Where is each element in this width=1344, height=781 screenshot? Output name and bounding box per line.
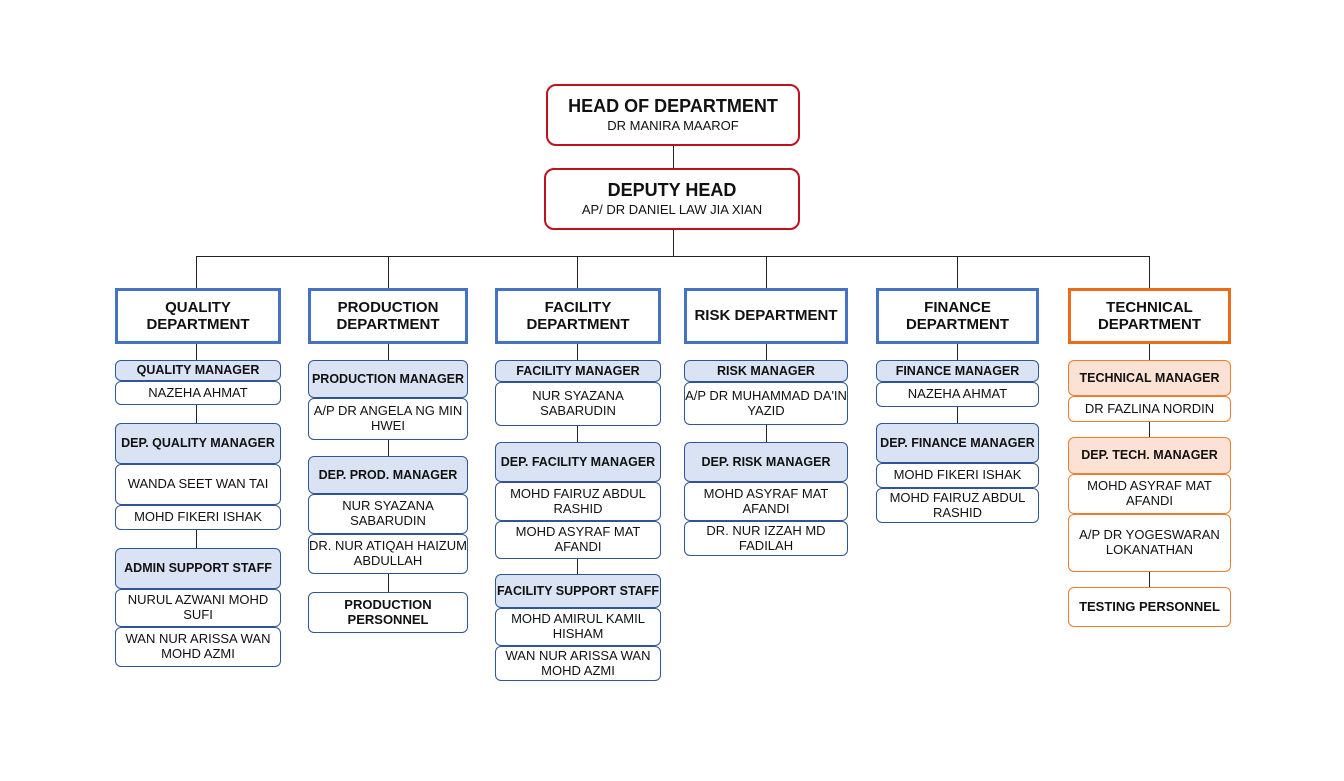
finance-role-box: FINANCE MANAGER (876, 360, 1039, 382)
production-person-box: NUR SYAZANA SABARUDIN (308, 494, 468, 534)
production-role-box: DEP. PROD. MANAGER (308, 456, 468, 494)
finance-department-box: FINANCE DEPARTMENT (876, 288, 1039, 344)
facility-person-box: MOHD FAIRUZ ABDUL RASHID (495, 482, 661, 521)
facility-role-box: FACILITY MANAGER (495, 360, 661, 382)
risk-person-box: A/P DR MUHAMMAD DA'IN YAZID (684, 382, 848, 425)
risk-department-box: RISK DEPARTMENT (684, 288, 848, 344)
quality-person-box: WAN NUR ARISSA WAN MOHD AZMI (115, 627, 281, 667)
risk-role-box: RISK MANAGER (684, 360, 848, 382)
bus-to-facility-line (577, 256, 578, 288)
facility-role-box: DEP. FACILITY MANAGER (495, 442, 661, 482)
quality-person-box: NURUL AZWANI MOHD SUFI (115, 589, 281, 627)
facility-department-box: FACILITY DEPARTMENT (495, 288, 661, 344)
quality-connector-line (196, 405, 197, 423)
finance-person-box: MOHD FIKERI ISHAK (876, 463, 1039, 488)
technical-role-box: DEP. TECH. MANAGER (1068, 437, 1231, 474)
head-title: HEAD OF DEPARTMENT (568, 96, 778, 117)
finance-connector-line (957, 407, 958, 423)
technical-department-box: TECHNICAL DEPARTMENT (1068, 288, 1231, 344)
risk-connector-line (766, 425, 767, 442)
bus-to-production-line (388, 256, 389, 288)
bus-to-risk-line (766, 256, 767, 288)
production-connector-line (388, 344, 389, 360)
risk-role-box: DEP. RISK MANAGER (684, 442, 848, 482)
finance-connector-line (957, 344, 958, 360)
department-bus-line (196, 256, 1150, 257)
facility-person-box: NUR SYAZANA SABARUDIN (495, 382, 661, 426)
quality-connector-line (196, 530, 197, 548)
quality-role-box: QUALITY MANAGER (115, 360, 281, 381)
technical-person-box: MOHD ASYRAF MAT AFANDI (1068, 474, 1231, 514)
head-name: DR MANIRA MAAROF (607, 117, 739, 133)
deputy-head-box: DEPUTY HEAD AP/ DR DANIEL LAW JIA XIAN (544, 168, 800, 230)
production-person-box: DR. NUR ATIQAH HAIZUM ABDULLAH (308, 534, 468, 574)
quality-person-box: NAZEHA AHMAT (115, 381, 281, 405)
finance-person-box: NAZEHA AHMAT (876, 382, 1039, 407)
head-to-deputy-line (673, 146, 674, 168)
facility-connector-line (577, 559, 578, 574)
quality-person-box: MOHD FIKERI ISHAK (115, 505, 281, 530)
technical-role-box: TECHNICAL MANAGER (1068, 360, 1231, 396)
deputy-title: DEPUTY HEAD (607, 180, 737, 201)
technical-person-box: A/P DR YOGESWARAN LOKANATHAN (1068, 514, 1231, 572)
technical-connector-line (1149, 344, 1150, 360)
bus-to-technical-line (1149, 256, 1150, 288)
finance-role-box: DEP. FINANCE MANAGER (876, 423, 1039, 463)
head-of-department-box: HEAD OF DEPARTMENT DR MANIRA MAAROF (546, 84, 800, 146)
facility-connector-line (577, 344, 578, 360)
facility-person-box: MOHD ASYRAF MAT AFANDI (495, 521, 661, 559)
quality-connector-line (196, 344, 197, 360)
quality-role-box: DEP. QUALITY MANAGER (115, 423, 281, 464)
facility-person-box: MOHD AMIRUL KAMIL HISHAM (495, 608, 661, 646)
quality-person-box: WANDA SEET WAN TAI (115, 464, 281, 505)
production-connector-line (388, 574, 389, 592)
risk-person-box: DR. NUR IZZAH MD FADILAH (684, 521, 848, 556)
risk-connector-line (766, 344, 767, 360)
production-role-box: PRODUCTION MANAGER (308, 360, 468, 398)
finance-person-box: MOHD FAIRUZ ABDUL RASHID (876, 488, 1039, 523)
facility-role-box: FACILITY SUPPORT STAFF (495, 574, 661, 608)
production-connector-line (388, 440, 389, 456)
production-role-box: PRODUCTION PERSONNEL (308, 592, 468, 633)
deputy-name: AP/ DR DANIEL LAW JIA XIAN (581, 201, 763, 217)
quality-department-box: QUALITY DEPARTMENT (115, 288, 281, 344)
technical-connector-line (1149, 572, 1150, 587)
deputy-to-bus-line (673, 230, 674, 256)
risk-person-box: MOHD ASYRAF MAT AFANDI (684, 482, 848, 521)
technical-connector-line (1149, 422, 1150, 437)
technical-person-box: DR FAZLINA NORDIN (1068, 396, 1231, 422)
quality-role-box: ADMIN SUPPORT STAFF (115, 548, 281, 589)
bus-to-quality-line (196, 256, 197, 288)
production-department-box: PRODUCTION DEPARTMENT (308, 288, 468, 344)
facility-person-box: WAN NUR ARISSA WAN MOHD AZMI (495, 646, 661, 681)
technical-role-box: TESTING PERSONNEL (1068, 587, 1231, 627)
facility-connector-line (577, 426, 578, 442)
production-person-box: A/P DR ANGELA NG MIN HWEI (308, 398, 468, 440)
bus-to-finance-line (957, 256, 958, 288)
